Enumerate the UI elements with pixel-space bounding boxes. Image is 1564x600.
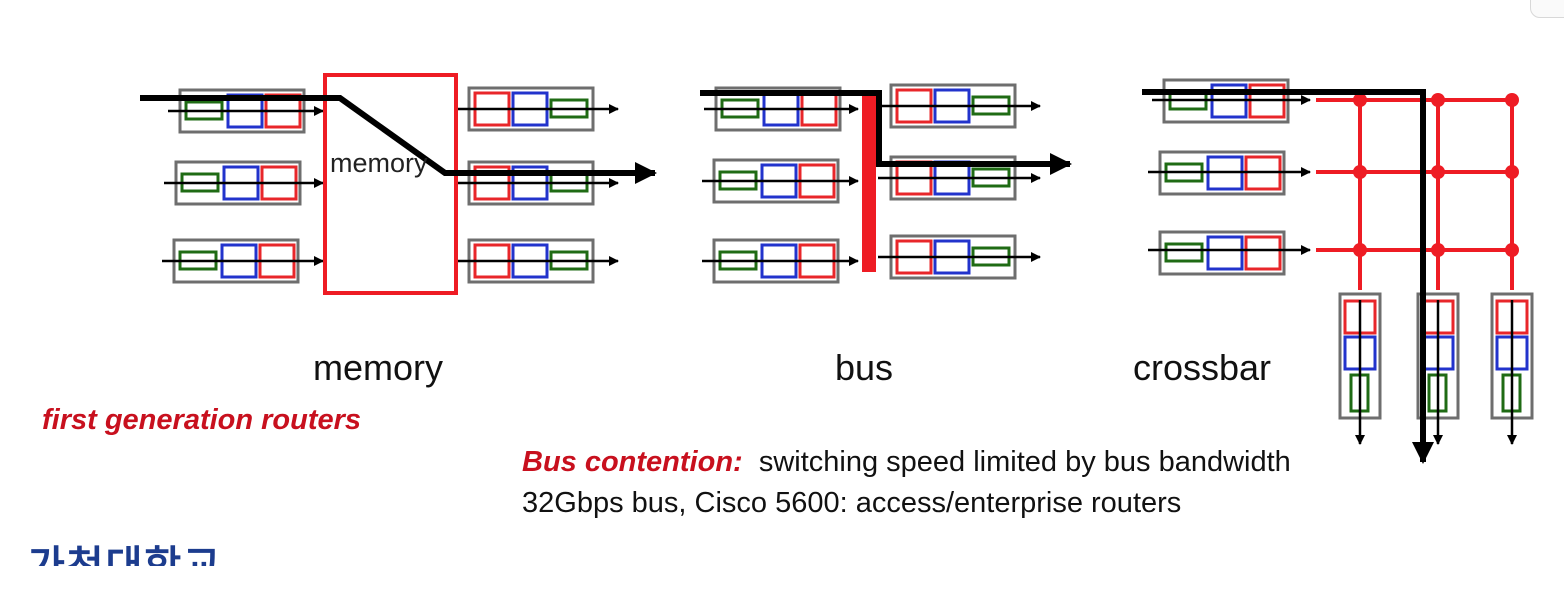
crossbar-crosspoint [1505,165,1519,179]
caption-memory: memory [313,347,444,388]
crossbar-crosspoint [1505,243,1519,257]
crossbar-packet-path [1142,89,1434,464]
bus-switching [700,83,1072,284]
bus-speed-line: 32Gbps bus, Cisco 5600: access/enterpris… [522,487,1182,519]
crossbar-crosspoint [1505,93,1519,107]
memory-packet-path [140,95,657,184]
bus-contention-text: switching speed limited by bus bandwidth [758,446,1291,478]
crossbar-crosspoint [1431,93,1445,107]
crossbar-crosspoint [1353,93,1367,107]
crossbar-input-queue [1158,230,1286,276]
crossbar-crosspoint [1431,243,1445,257]
packet-blue [1206,235,1244,271]
caption-crossbar: crossbar [1133,347,1272,388]
packet-green [1164,242,1204,263]
corner-button[interactable] [1530,0,1564,18]
packet-red [1244,235,1282,271]
bus-contention-line: Bus contention: switching speed limited … [522,442,1352,483]
queue-frame [1158,230,1286,276]
memory-switching [140,73,657,295]
crossbar-switching [1142,78,1534,464]
memory-box [323,73,458,295]
crossbar-crosspoint [1353,243,1367,257]
crossbar-crosspoint [1431,165,1445,179]
bus-packet-path [700,90,1072,175]
bus-bar [862,92,876,272]
caption-bus: bus [835,347,894,388]
memory-box-label: memory [330,148,428,178]
bus-contention-notes: Bus contention: switching speed limited … [522,442,1352,524]
crossbar-crosspoint [1353,165,1367,179]
bus-contention-label: Bus contention: [522,446,743,478]
first-generation-note: first generation routers [42,404,362,436]
university-logo-text: 가천대학교 [28,543,222,566]
